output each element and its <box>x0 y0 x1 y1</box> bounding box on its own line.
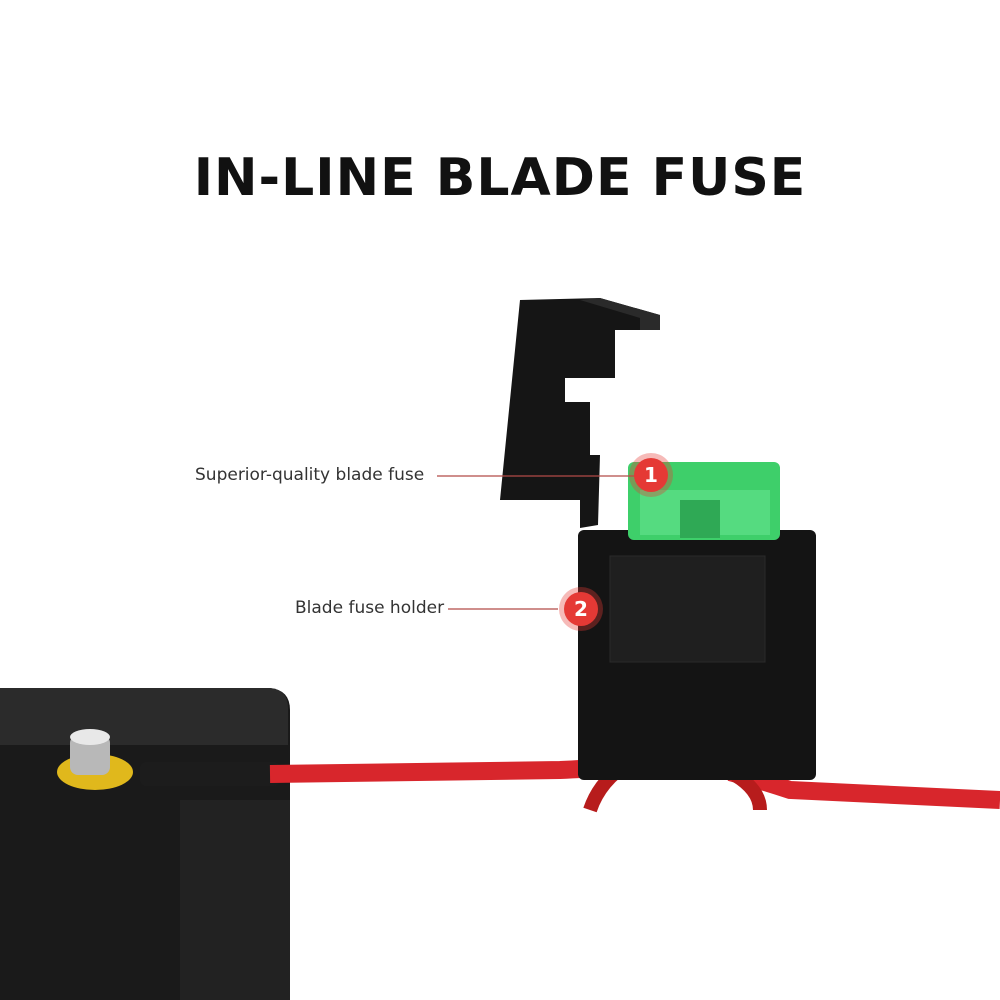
callout-label-blade-fuse: Superior-quality blade fuse <box>195 465 425 485</box>
fuse-holder <box>578 530 816 780</box>
holder-lid <box>500 298 660 528</box>
page-title: IN-LINE BLADE FUSE <box>193 148 807 208</box>
callout-label-fuse-holder: Blade fuse holder <box>295 598 445 618</box>
callout-badge-1: 1 <box>634 458 668 492</box>
callout-badge-2: 2 <box>564 592 598 626</box>
battery <box>0 688 290 1000</box>
battery-terminal <box>70 735 110 775</box>
